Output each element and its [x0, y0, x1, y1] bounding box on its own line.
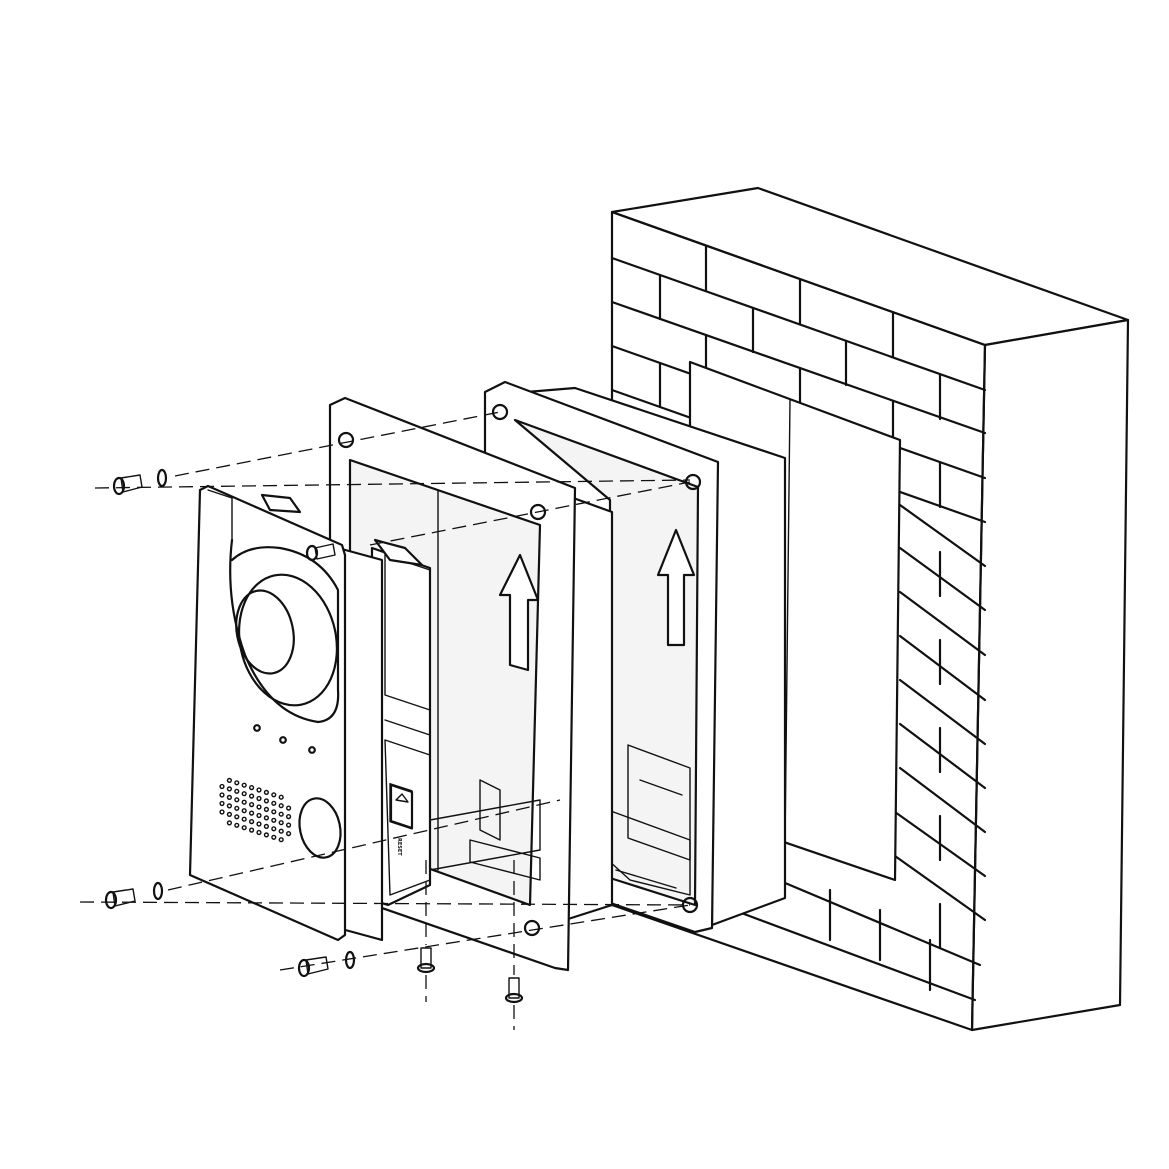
speaker-hole: [249, 810, 255, 816]
speaker-hole: [241, 816, 247, 822]
speaker-hole: [249, 784, 255, 791]
speaker-hole: [278, 837, 284, 843]
speaker-hole: [234, 822, 240, 828]
back-box-hole-bottom-right: [681, 896, 699, 914]
speaker-hole: [249, 827, 255, 833]
speaker-hole: [271, 834, 277, 840]
door-station: RESET: [188, 484, 432, 942]
speaker-grille: [219, 777, 292, 843]
call-button[interactable]: [294, 794, 346, 861]
speaker-hole: [278, 828, 284, 834]
indicator-led-1: [253, 724, 261, 732]
station-side-clip: [373, 538, 424, 567]
speaker-hole: [263, 815, 269, 821]
speaker-hole: [263, 798, 269, 804]
speaker-hole: [241, 799, 247, 805]
speaker-hole: [219, 800, 225, 807]
speaker-hole: [234, 788, 240, 794]
station-top-screw: [305, 543, 336, 562]
up-arrow-icon: [498, 553, 540, 672]
camera-module: [229, 538, 340, 724]
speaker-hole: [249, 801, 255, 808]
speaker-hole: [256, 804, 262, 810]
speaker-hole: [278, 794, 284, 800]
speaker-hole: [256, 812, 262, 819]
brick-courses: [610, 256, 987, 1002]
speaker-hole: [286, 822, 292, 828]
speaker-hole: [256, 829, 262, 836]
speaker-hole: [219, 809, 225, 815]
speaker-hole: [226, 803, 232, 809]
speaker-hole: [234, 814, 240, 820]
speaker-hole: [271, 817, 277, 823]
speaker-hole: [241, 782, 247, 788]
frame-hole-top-left: [337, 431, 355, 449]
speaker-hole: [271, 792, 277, 798]
speaker-hole: [226, 786, 232, 792]
wall-side-face: [970, 318, 1130, 1032]
back-box-hole-top-left: [491, 403, 509, 421]
frame-hole-top-right: [529, 503, 547, 521]
speaker-hole: [241, 791, 247, 797]
frame-hole-bottom-right: [523, 919, 541, 937]
screw-vertical-2: [504, 977, 524, 1004]
bell-icon: [395, 793, 409, 803]
alignment-lines: [79, 411, 691, 1030]
speaker-hole: [226, 811, 232, 817]
speaker-hole: [278, 820, 284, 826]
speaker-hole: [263, 832, 269, 838]
speaker-hole: [271, 826, 277, 832]
speaker-hole: [249, 818, 255, 825]
speaker-hole: [263, 789, 269, 795]
speaker-hole: [234, 780, 240, 786]
speaker-hole: [278, 811, 284, 817]
speaker-hole: [286, 805, 292, 811]
speaker-hole: [271, 800, 277, 806]
speaker-hole: [256, 787, 262, 793]
station-top-clip: [260, 493, 302, 514]
screw-vertical-1: [416, 947, 436, 974]
up-arrow-icon: [656, 528, 696, 647]
reset-label: RESET: [396, 838, 402, 856]
speaker-hole: [278, 803, 284, 809]
indicator-led-3: [308, 746, 316, 754]
speaker-hole: [256, 795, 262, 802]
washer-top: [156, 468, 168, 488]
camera-lens: [235, 589, 295, 675]
screw-bottom: [104, 888, 136, 910]
indicator-led-2: [279, 736, 287, 744]
speaker-hole: [286, 830, 292, 837]
speaker-hole: [286, 813, 292, 820]
speaker-hole: [241, 825, 247, 831]
speaker-hole: [226, 820, 232, 826]
speaker-hole: [249, 793, 255, 799]
speaker-hole: [241, 808, 247, 814]
screw-frame-bottom: [297, 956, 329, 978]
speaker-hole: [263, 823, 269, 829]
screw-top: [112, 474, 143, 496]
speaker-hole: [219, 783, 225, 790]
speaker-hole: [234, 797, 240, 803]
speaker-hole: [271, 809, 277, 815]
speaker-hole: [226, 794, 232, 800]
speaker-hole: [219, 792, 225, 798]
reset-button[interactable]: RESET: [389, 783, 414, 856]
speaker-hole: [226, 777, 232, 783]
washer-bottom: [152, 881, 164, 901]
wall-top-face: [610, 186, 1130, 347]
speaker-hole: [256, 821, 262, 827]
speaker-hole: [234, 805, 240, 811]
back-box-hole-top-right: [684, 473, 702, 491]
station-front-panel: [188, 484, 347, 942]
speaker-hole: [263, 806, 269, 812]
